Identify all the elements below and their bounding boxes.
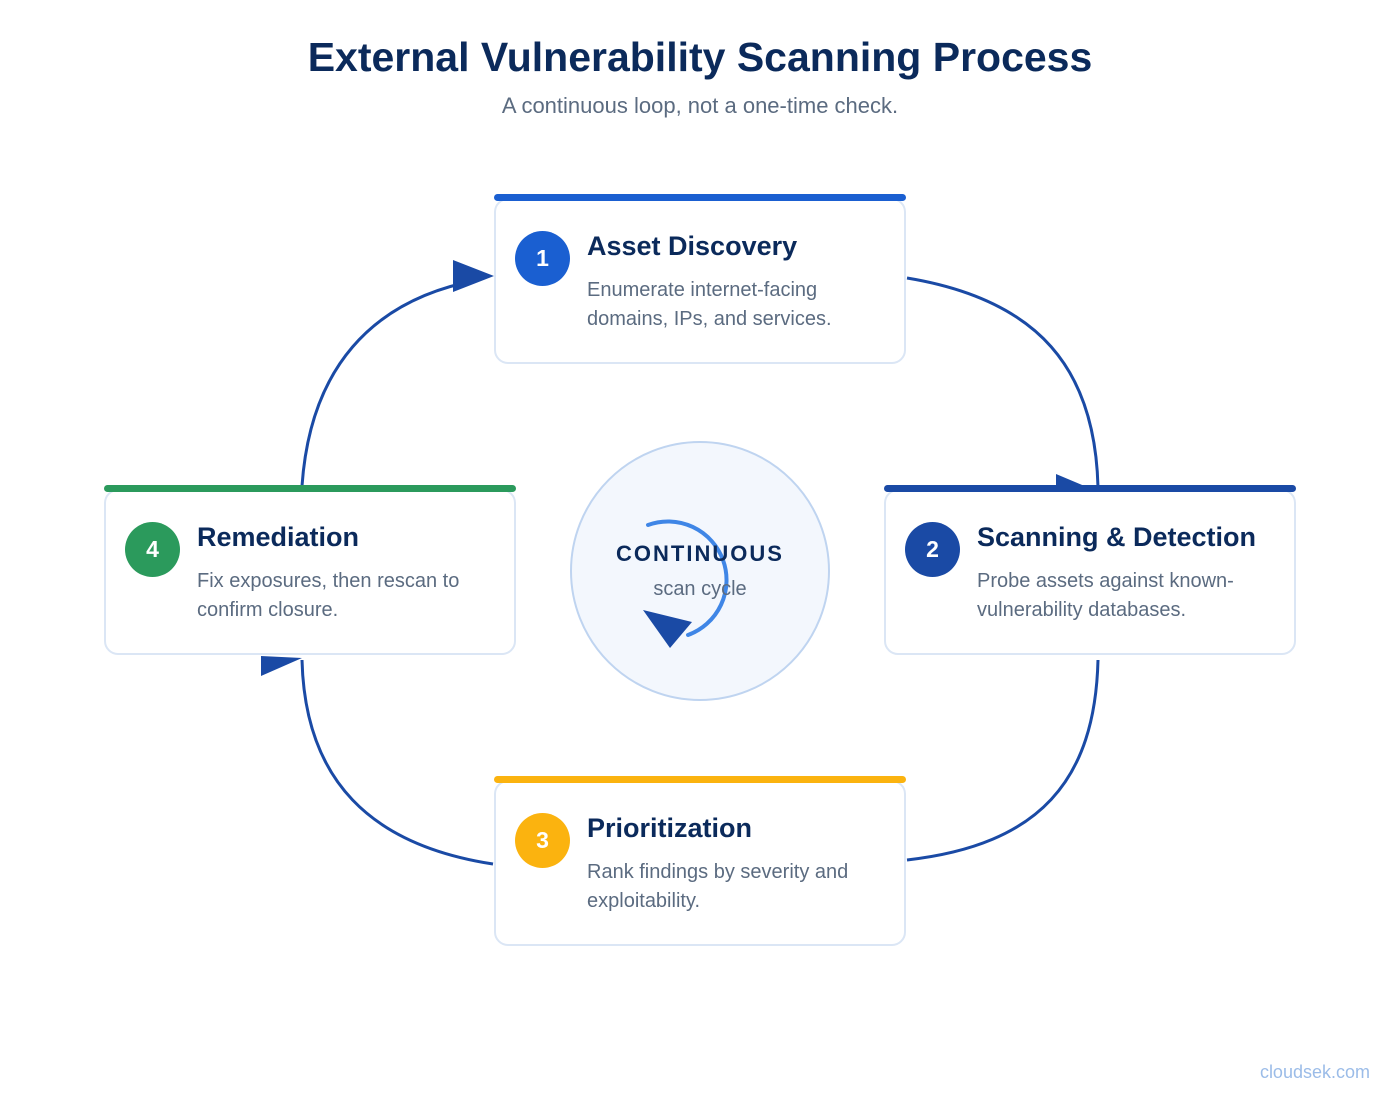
hub-label-primary: CONTINUOUS: [616, 541, 784, 566]
step-accent-bar: [494, 776, 906, 783]
connector-prioritization-to-remediation: [300, 659, 494, 866]
connector-remediation-to-discovery: [300, 278, 479, 487]
step-title: Asset Discovery: [587, 231, 798, 261]
hub-arc-arrowhead: [643, 610, 692, 648]
connector-discovery-to-scanning: [906, 276, 1100, 488]
connector-scanning-to-prioritization: [906, 659, 1100, 862]
step-number-badge: 2: [905, 522, 960, 577]
step-title: Scanning & Detection: [977, 522, 1257, 552]
step-accent-bar: [104, 485, 516, 492]
page-title: External Vulnerability Scanning Process: [307, 34, 1093, 80]
step-number-badge: 3: [515, 813, 570, 868]
step-description: Fix exposures, then rescan to confirm cl…: [197, 570, 460, 621]
step-title: Prioritization: [587, 813, 753, 843]
arrow-into-discovery: [453, 260, 494, 292]
center-hub: [570, 441, 830, 701]
step-description: Rank findings by severity and exploitabi…: [587, 861, 849, 912]
step-card-scanning-detection: 2 Scanning & Detection Probe assets agai…: [884, 485, 1296, 655]
step-card-asset-discovery: 1 Asset Discovery Enumerate internet-fac…: [494, 194, 906, 364]
step-title: Remediation: [197, 522, 360, 552]
hub-label-secondary: scan cycle: [653, 578, 747, 600]
step-card-remediation: 4 Remediation Fix exposures, then rescan…: [104, 485, 516, 655]
step-description: Probe assets against known-vulnerability…: [977, 570, 1234, 621]
step-accent-bar: [494, 194, 906, 201]
step-number-badge: 4: [125, 522, 180, 577]
step-description: Enumerate internet-facing domains, IPs, …: [587, 279, 832, 330]
brand-footer: cloudsek.com: [1259, 1062, 1370, 1082]
page-subtitle: A continuous loop, not a one-time check.: [501, 93, 899, 118]
hub-arc: [646, 519, 729, 637]
arrow-into-remediation: [261, 656, 302, 676]
step-number-badge: 1: [515, 231, 570, 286]
step-card-prioritization: 3 Prioritization Rank findings by severi…: [494, 776, 906, 946]
step-accent-bar: [884, 485, 1296, 492]
